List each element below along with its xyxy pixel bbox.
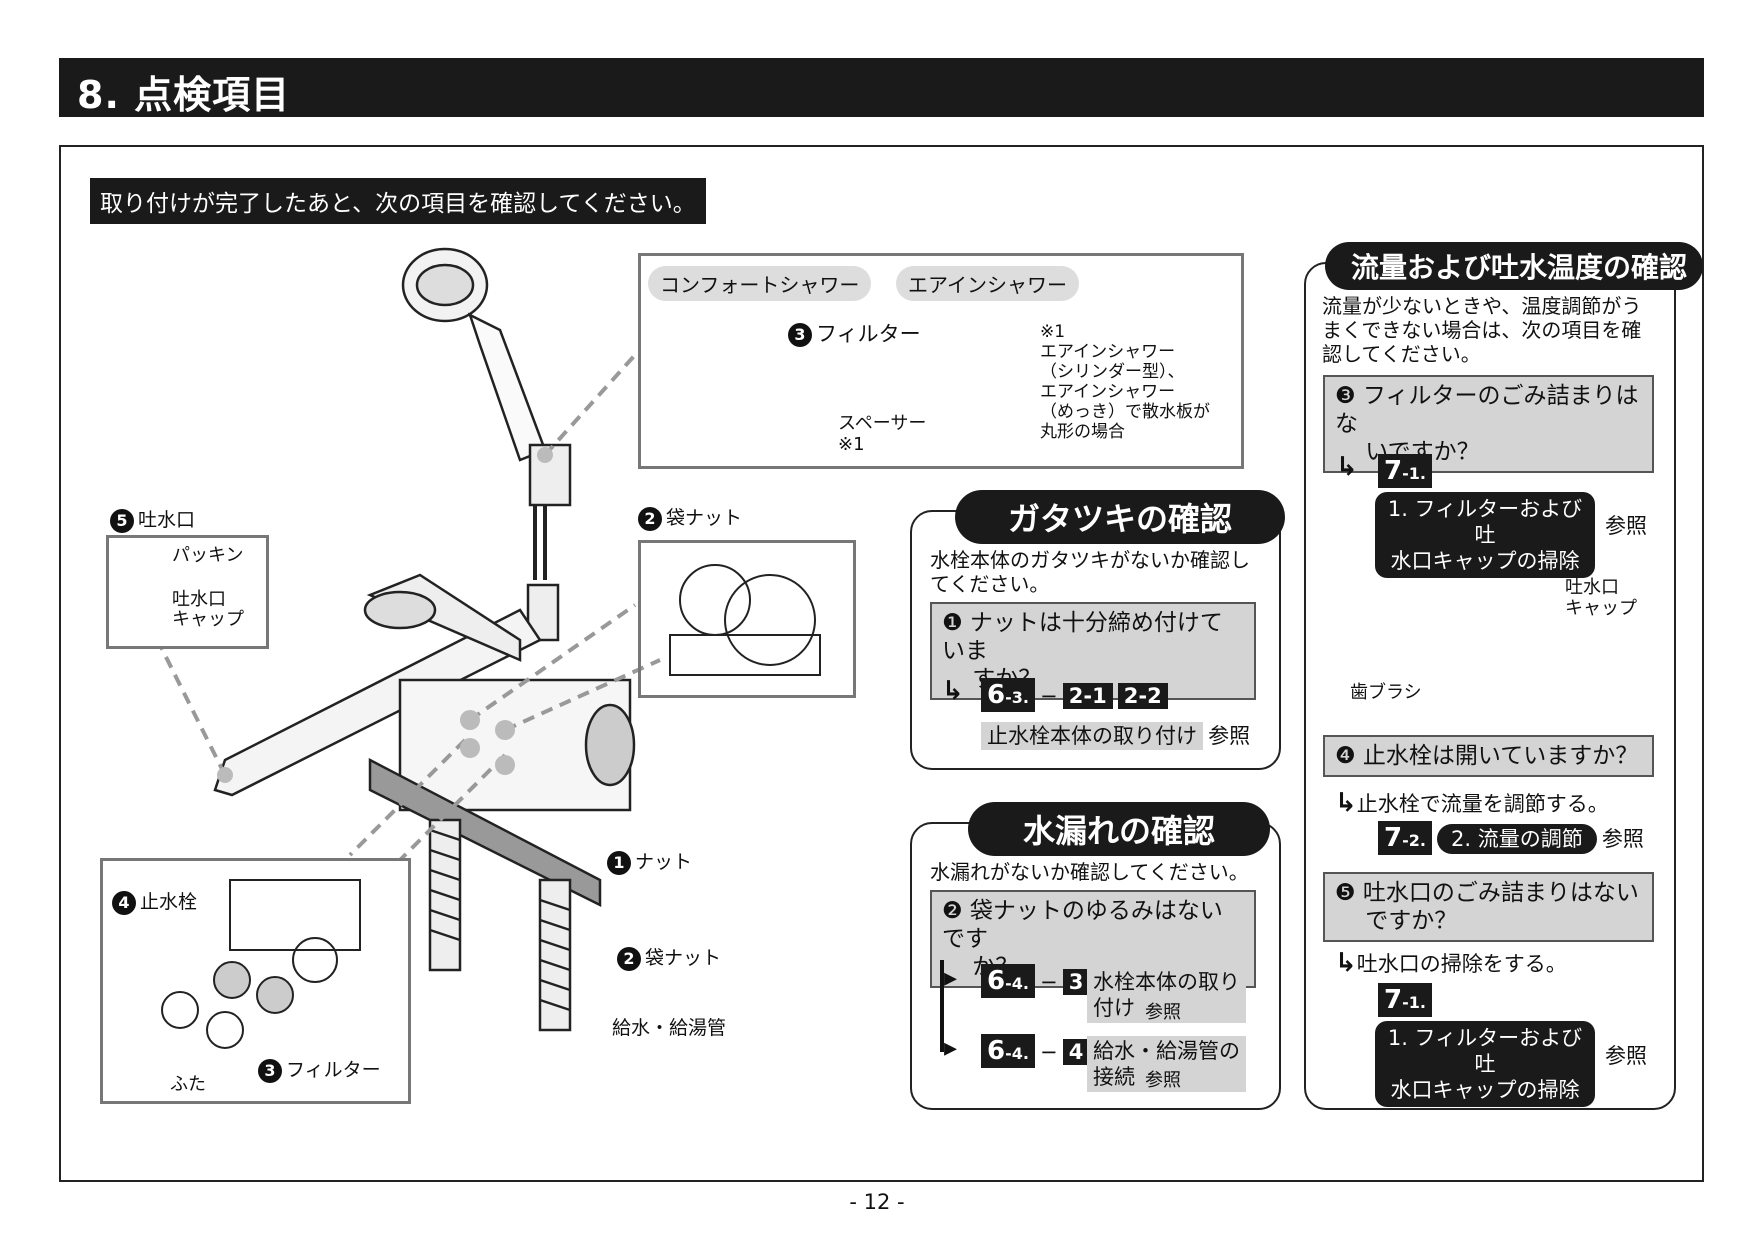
leak-ref1-row: 6-4. − 3 — [981, 964, 1090, 998]
stop-valve-question: ❹ 止水栓は開いていますか？ — [1323, 735, 1654, 777]
nut-question: ❶ ナットは十分締め付けていま すか？ — [930, 602, 1256, 700]
return-arrow-icon-4: ↳ — [1335, 948, 1357, 978]
shower-holder — [528, 443, 572, 507]
return-arrow-icon-2: ↳ — [1336, 452, 1358, 482]
ref-2-1: 2-1 — [1062, 683, 1113, 709]
pipe-connect-ref: 給水・給湯管の 接続 — [1087, 1036, 1246, 1092]
shower-handle — [467, 312, 547, 462]
intro-text: 取り付けが完了したあと、次の項目を確認してください。 — [90, 178, 706, 224]
comfort-shower-label: コンフォートシャワー — [648, 266, 872, 301]
rattle-check-title: ガタツキの確認 — [955, 490, 1285, 544]
spout-question: ❺ 吐水口のごみ詰まりはない ですか？ — [1323, 872, 1654, 942]
airin-shower-label: エアインシャワー — [896, 266, 1079, 301]
stop-valve-detail-box — [100, 858, 411, 1104]
marker-4-icon: 4 — [112, 890, 136, 915]
stop-valve-install-ref: 止水栓本体の取り付け — [981, 722, 1203, 750]
branch-line — [940, 960, 944, 1052]
faucet-install-ref: 水栓本体の取り 付け — [1087, 967, 1246, 1023]
filter-clean-ref: 1. フィルターおよび吐 水口キャップの掃除 — [1375, 492, 1595, 578]
content-frame — [59, 145, 1704, 1182]
airin-note: ※1 エアインシャワー （シリンダー型）、 エアインシャワー （めっき）で散水板… — [1040, 322, 1210, 442]
sanshou-label-5: 参照 — [1605, 1044, 1647, 1068]
flow-adjust-ref-row: 7-2. 2. 流量の調節 参照 — [1378, 821, 1644, 855]
filter-question: ❸ フィルターのごみ詰まりはな いですか？ — [1323, 375, 1654, 473]
flow-adjust-ref: 2. 流量の調節 — [1437, 824, 1597, 854]
bag-nut-detail-box — [638, 540, 856, 698]
packing-label: パッキン — [172, 545, 244, 566]
flow-check-text: 流量が少ないときや、温度調節がう まくできない場合は、次の項目を確 認してくださ… — [1322, 294, 1642, 366]
marker-2b-icon: 2 — [617, 946, 641, 971]
supply-pipe-label: 給水・給湯管 — [612, 1017, 727, 1039]
counter — [368, 757, 602, 908]
sanshou-label: 参照 — [1208, 724, 1251, 748]
sanshou-label-3: 参照 — [1145, 1070, 1181, 1091]
rattle-check-text: 水栓本体のガタツキがないか確認し てください。 — [930, 548, 1250, 596]
marker-5-icon: 5 — [110, 508, 134, 533]
leak-check-title: 水漏れの確認 — [968, 802, 1270, 856]
leak-check-text: 水漏れがないか確認してください。 — [930, 860, 1249, 884]
leak-ref2-row: 6-4. − 4 — [981, 1034, 1090, 1068]
cap-label: 吐水口 キャップ — [1565, 577, 1637, 619]
spout-detail-box — [106, 535, 269, 649]
flow-check-title: 流量および吐水温度の確認 — [1325, 242, 1703, 290]
marker-2-icon: 2 — [638, 506, 662, 531]
marker-3-icon: 3 — [788, 323, 812, 347]
sanshou-label-4: 参照 — [1605, 514, 1647, 538]
return-arrow-icon-3: ↳ — [1335, 788, 1357, 818]
marker-1-icon: 1 — [607, 850, 631, 875]
ref-badge-7-1: 7-1. — [1378, 454, 1432, 488]
lid-label: ふた — [170, 1074, 206, 1095]
page-title: 8. 点検項目 — [77, 73, 291, 117]
return-arrow-icon: ↳ — [942, 676, 964, 706]
spout-pipe — [213, 608, 542, 797]
spout-clean-ref: 1. フィルターおよび吐 水口キャップの掃除 — [1375, 1021, 1595, 1107]
rattle-ref-row: 6-3. − 2-1 2-2 — [981, 678, 1168, 712]
toothbrush-label: 歯ブラシ — [1350, 682, 1422, 703]
page-number: - 12 - — [849, 1190, 905, 1214]
arrow-right-icon: ▸ — [944, 963, 958, 993]
ref-2-2: 2-2 — [1117, 683, 1168, 709]
marker-3b-icon: 3 — [258, 1058, 282, 1083]
title-bar: 8. 点検項目 — [59, 58, 1704, 117]
ref-badge-7-1b: 7-1. — [1378, 983, 1432, 1017]
spacer-label: スペーサー ※1 — [838, 413, 927, 455]
spout-cap-label: 吐水口 キャップ — [172, 589, 244, 630]
ref-badge-6-3: 6-3. — [981, 678, 1035, 712]
rattle-ref-label-row: 止水栓本体の取り付け 参照 — [981, 720, 1250, 750]
arrow-right-icon-2: ▸ — [944, 1033, 958, 1063]
sanshou-label-2: 参照 — [1145, 1002, 1181, 1023]
spout-clean-action: ↳吐水口の掃除をする。 — [1335, 948, 1567, 978]
stop-valve-action: ↳止水栓で流量を調節する。 — [1335, 788, 1609, 818]
